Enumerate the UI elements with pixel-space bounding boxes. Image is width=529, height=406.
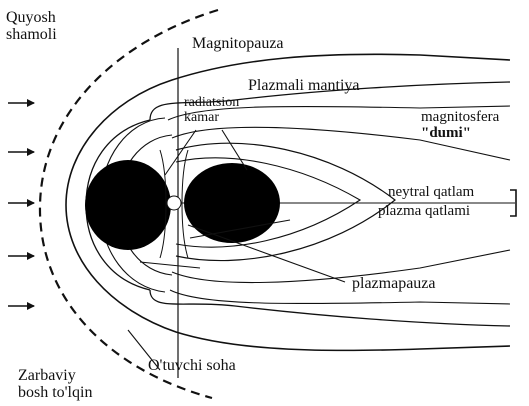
earth-blob-left: [85, 160, 171, 250]
magnetotail-label-line1: magnitosfera: [421, 110, 499, 126]
tail-field-line: [170, 290, 510, 304]
transition-zone-label: O'tuvchi soha: [148, 358, 236, 375]
radiation-belt-label-line1: radiatsion: [184, 96, 239, 111]
bow-shock-label-line2: bosh to'lqin: [18, 385, 92, 402]
solar-wind-label-line2: shamoli: [6, 27, 57, 44]
magnetopause-label: Magnitopauza: [192, 36, 284, 53]
bow-shock-label-line1: Zarbaviy: [18, 368, 92, 385]
earth-core: [167, 196, 181, 210]
plasmapause-leader: [188, 225, 345, 282]
plasma-layer-label: plazma qatlami: [378, 204, 470, 220]
plasma-mantle-boundary-lower: [150, 290, 510, 326]
magnetotail-label-line2: "dumi": [421, 126, 499, 142]
radiation-belt-blob: [184, 163, 280, 243]
plasma-mantle-label: Plazmali mantiya: [248, 78, 360, 95]
neutral-layer-label: neytral qatlam: [388, 185, 474, 201]
radiation-belt-label: radiatsion kamar: [184, 96, 239, 125]
solar-wind-label-line1: Quyosh: [6, 10, 57, 27]
bow-shock-label: Zarbaviy bosh to'lqin: [18, 368, 92, 402]
solar-wind-label: Quyosh shamoli: [6, 10, 57, 44]
radiation-belt-leader: [165, 130, 196, 175]
magnetotail-label: magnitosfera "dumi": [421, 110, 499, 142]
plasmapause-label: plazmapauza: [352, 276, 436, 293]
radiation-belt-label-line2: kamar: [184, 111, 239, 126]
tail-field-line: [172, 250, 510, 283]
solar-wind-arrows: [8, 103, 34, 306]
